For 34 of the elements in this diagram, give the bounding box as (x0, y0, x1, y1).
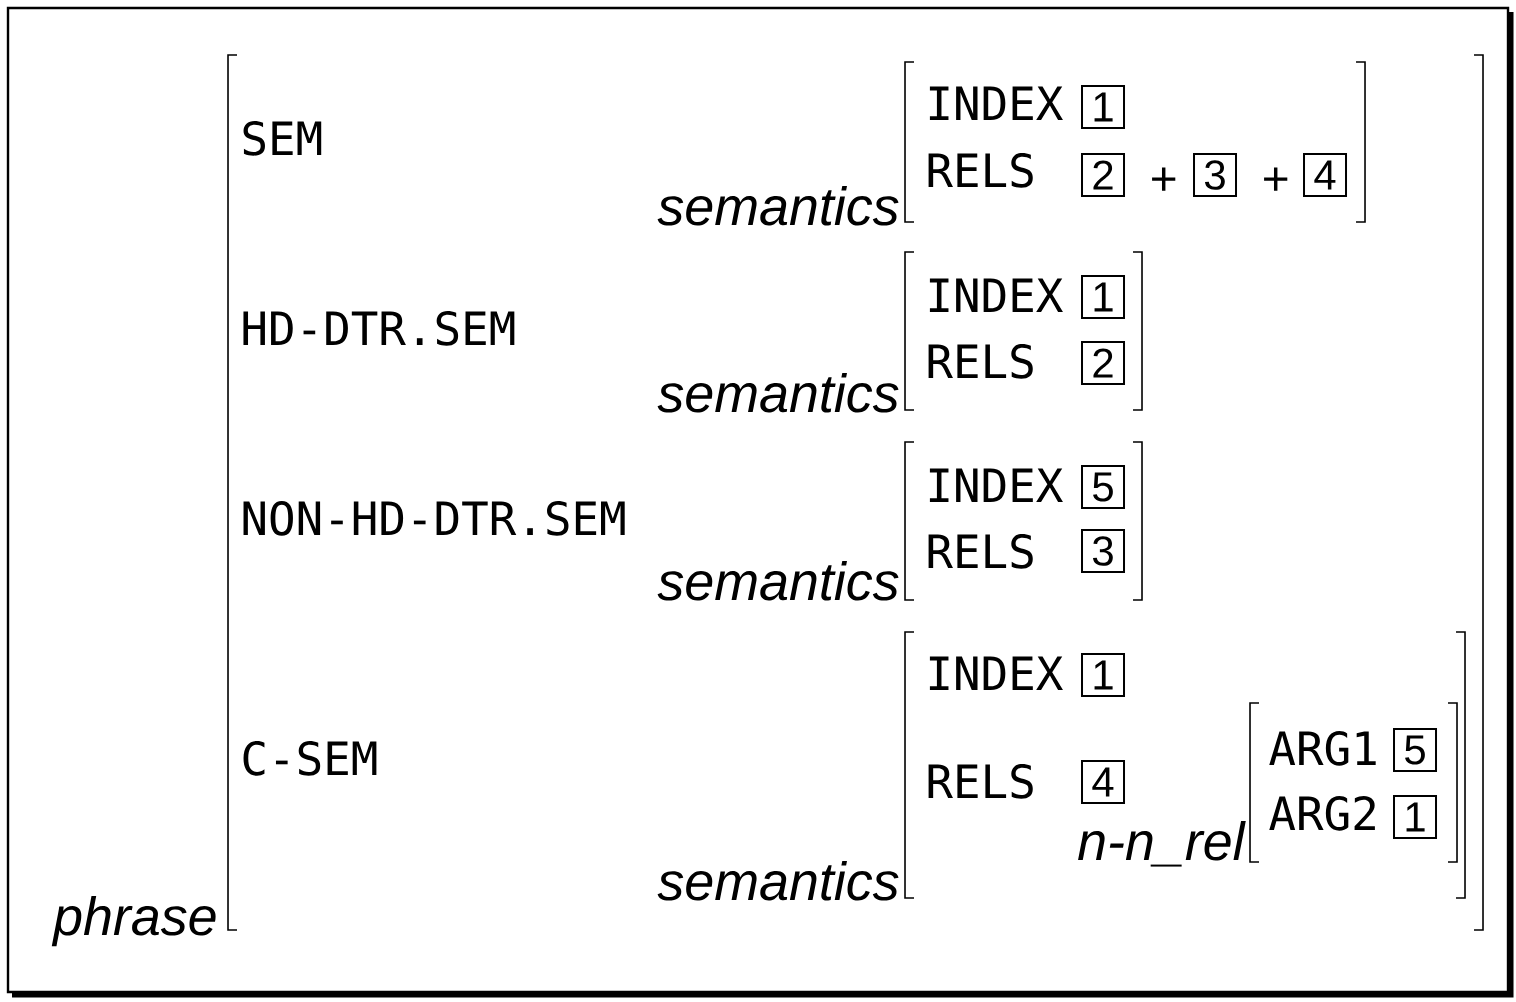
feature-name: SEM (243, 121, 322, 156)
tag-box: 2 (1081, 153, 1125, 197)
tag-box: 3 (1193, 153, 1237, 197)
tag-box: 5 (1393, 728, 1437, 772)
plus-sign: + (1152, 167, 1176, 191)
type-label: phrase (51, 896, 216, 947)
tag-box: 3 (1081, 529, 1125, 573)
feature-name: INDEX (929, 86, 1063, 120)
feature-name: INDEX (929, 656, 1063, 690)
tag-box: 1 (1081, 275, 1125, 319)
feature-name: INDEX (929, 468, 1063, 502)
tag-box: 4 (1303, 153, 1347, 197)
tag-box: 5 (1081, 465, 1125, 509)
tag-box: 1 (1081, 85, 1125, 129)
feature-name: HD-DTR.SEM (243, 311, 515, 346)
tag-box: 1 (1393, 795, 1437, 839)
tag-box: 2 (1081, 341, 1125, 385)
tag-box: 4 (1081, 760, 1125, 804)
type-label: semantics (657, 186, 899, 226)
feature-name: RELS (928, 764, 1033, 799)
feature-name: NON-HD-DTR.SEM (243, 501, 625, 536)
feature-name: ARG2 (1269, 796, 1375, 831)
feature-name: RELS (928, 153, 1033, 188)
feature-name: C-SEM (243, 741, 377, 776)
type-label: semantics (657, 373, 899, 413)
type-label: n-n_rel (1078, 821, 1246, 867)
feature-name: INDEX (929, 278, 1063, 312)
tag-box: 1 (1081, 653, 1125, 697)
feature-name: RELS (928, 534, 1033, 569)
feature-name: RELS (928, 344, 1033, 379)
type-label: semantics (657, 861, 899, 901)
feature-name: ARG1 (1269, 731, 1376, 766)
plus-sign: + (1264, 167, 1288, 191)
type-label: semantics (657, 561, 899, 601)
